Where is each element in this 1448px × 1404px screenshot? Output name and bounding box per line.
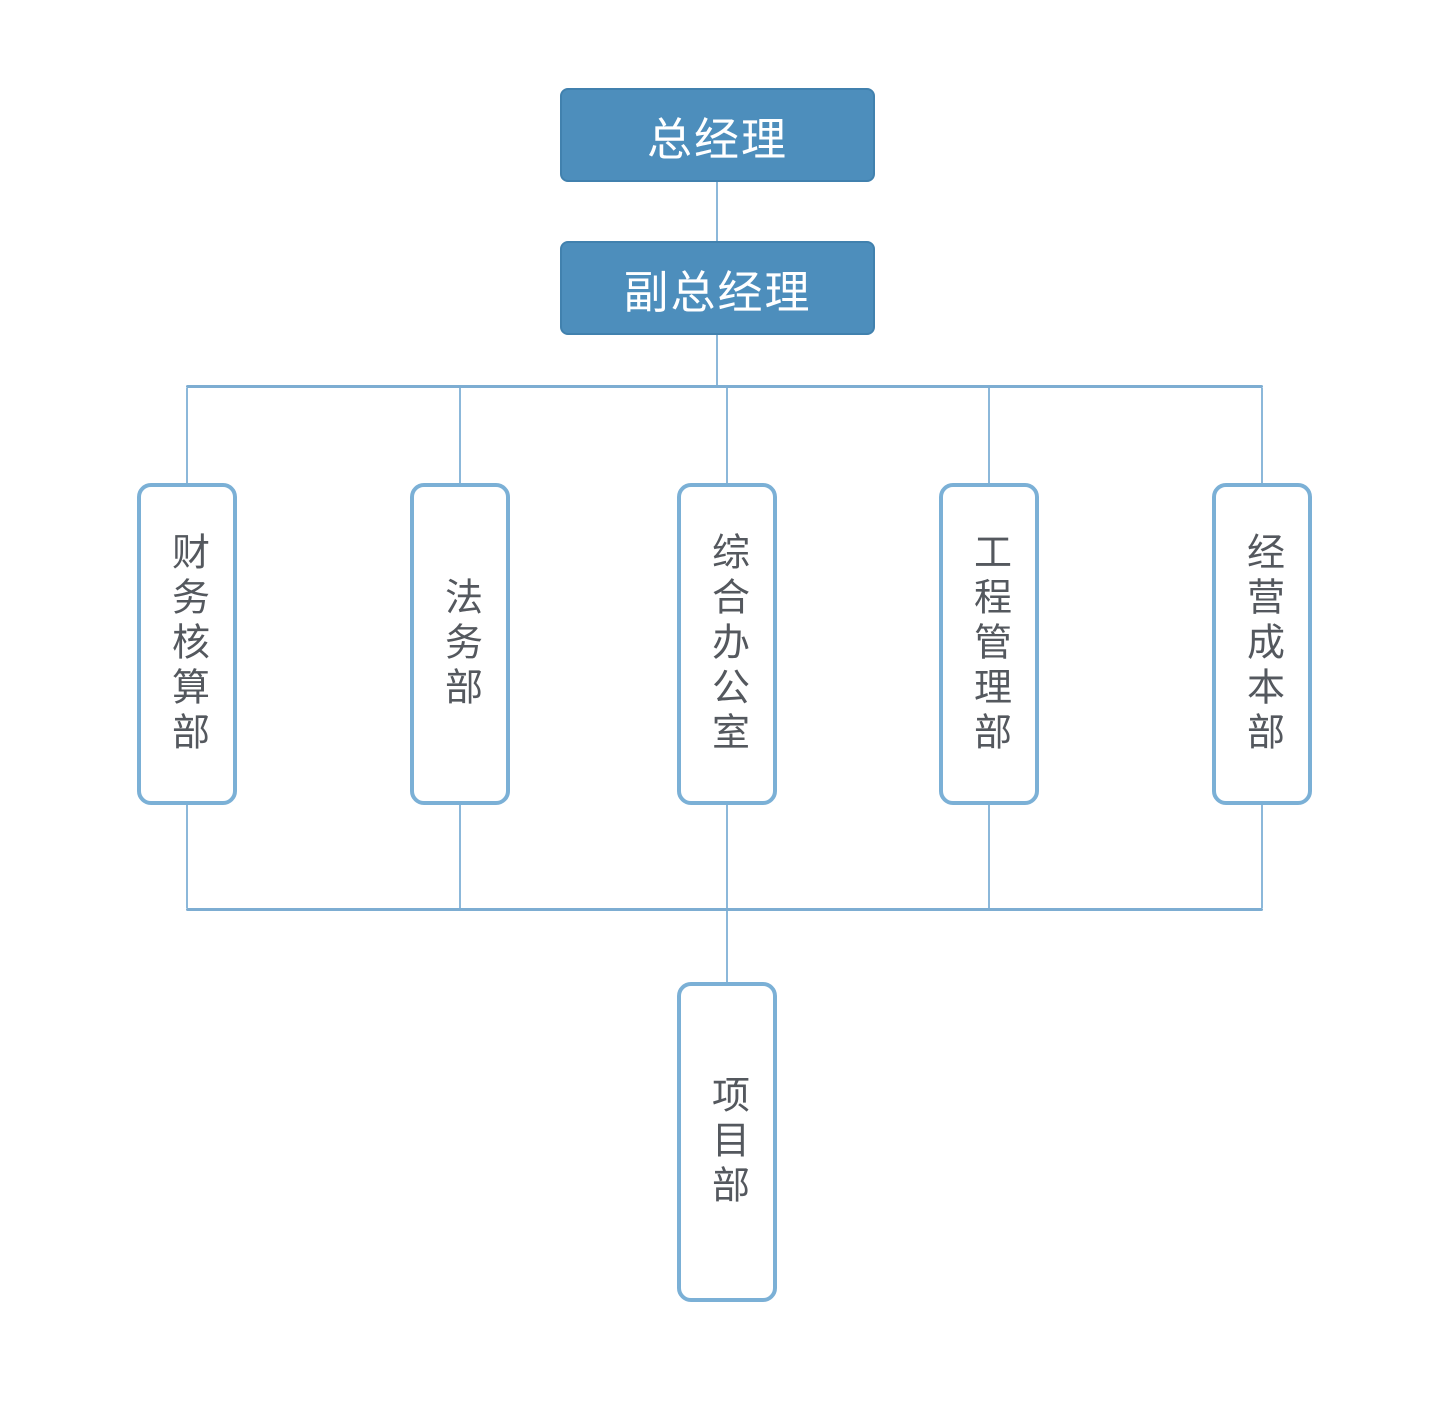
node-operating-cost-dept: 经营成本部 xyxy=(1212,483,1312,805)
connector-cost-to-bus xyxy=(1261,805,1263,908)
connector-bus-top xyxy=(186,385,1263,388)
connector-drop-engineering xyxy=(988,388,990,483)
connector-drop-legal xyxy=(459,388,461,483)
connector-bus-bottom xyxy=(186,908,1263,911)
connector-drop-finance xyxy=(186,388,188,483)
connector-legal-to-bus xyxy=(459,805,461,908)
connector-finance-to-bus xyxy=(186,805,188,908)
connector-deputy-to-bus xyxy=(716,335,718,388)
node-project-dept: 项目部 xyxy=(677,982,777,1302)
node-general-manager: 总经理 xyxy=(560,88,875,182)
connector-drop-office xyxy=(726,388,728,483)
connector-office-to-bus xyxy=(726,805,728,908)
connector-drop-cost xyxy=(1261,388,1263,483)
connector-gm-to-deputy xyxy=(716,182,718,241)
connector-bus-to-project xyxy=(726,911,728,982)
node-general-office: 综合办公室 xyxy=(677,483,777,805)
node-engineering-management-dept: 工程管理部 xyxy=(939,483,1039,805)
node-finance-accounting-dept: 财务核算部 xyxy=(137,483,237,805)
connector-engineering-to-bus xyxy=(988,805,990,908)
node-deputy-general-manager: 副总经理 xyxy=(560,241,875,335)
node-legal-dept: 法务部 xyxy=(410,483,510,805)
